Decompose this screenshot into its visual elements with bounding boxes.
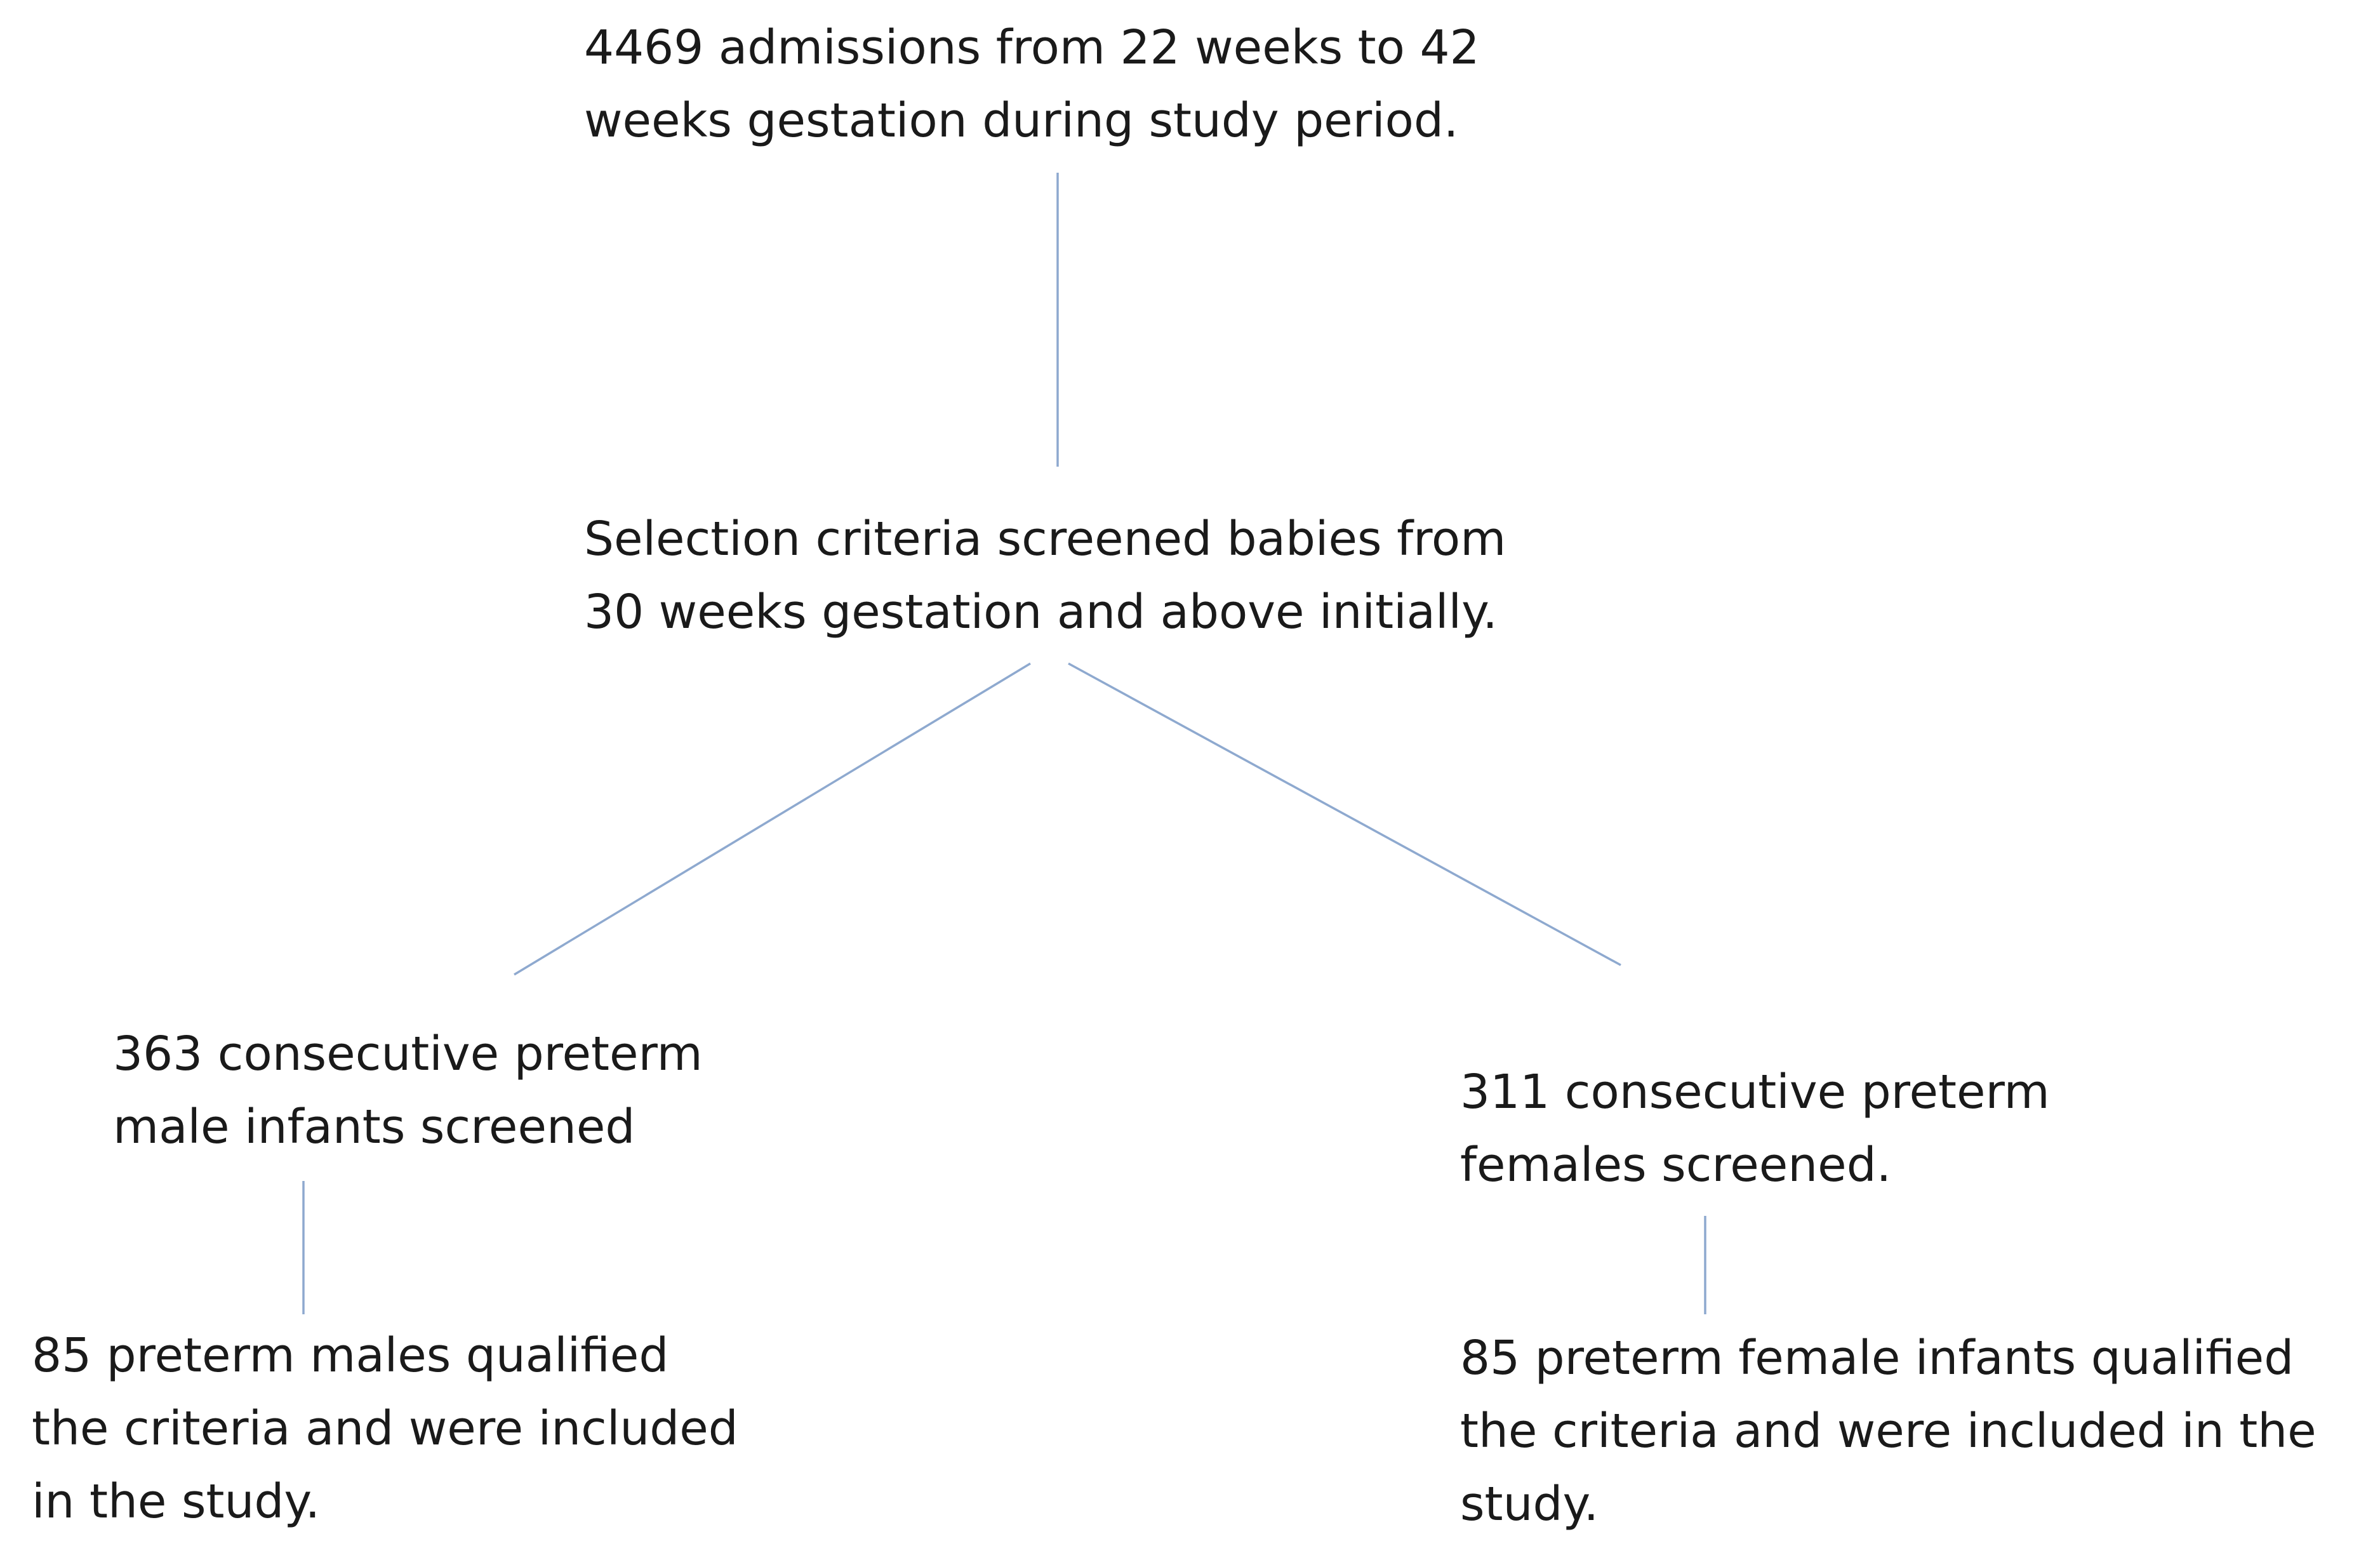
node-selection-criteria: Selection criteria screened babies from … — [584, 503, 1506, 649]
node-male-included-line-3: in the study. — [32, 1474, 321, 1529]
node-admissions-line-1: 4469 admissions from 22 weeks to 42 — [584, 20, 1480, 75]
node-male-screened: 363 consecutive preterm male infants scr… — [113, 1018, 703, 1164]
node-female-included-line-1: 85 preterm female infants qualified — [1460, 1331, 2294, 1385]
node-female-included-line-3: study. — [1460, 1477, 1599, 1531]
node-male-screened-line-2: male infants screened — [113, 1100, 635, 1154]
edge-selection-to-male — [514, 662, 1031, 976]
node-female-screened-line-1: 311 consecutive preterm — [1460, 1065, 2050, 1119]
node-female-screened: 311 consecutive preterm females screened… — [1460, 1056, 2050, 1202]
node-selection-line-1: Selection criteria screened babies from — [584, 512, 1506, 566]
node-male-included-line-2: the criteria and were included — [32, 1401, 738, 1456]
node-admissions-line-2: weeks gestation during study period. — [584, 93, 1459, 148]
node-selection-line-2: 30 weeks gestation and above initially. — [584, 585, 1498, 639]
node-male-included-line-1: 85 preterm males qualified — [32, 1328, 669, 1383]
node-admissions: 4469 admissions from 22 weeks to 42 week… — [584, 11, 1480, 157]
node-female-included: 85 preterm female infants qualified the … — [1460, 1322, 2317, 1541]
node-male-included: 85 preterm males qualified the criteria … — [32, 1319, 738, 1538]
node-female-included-line-2: the criteria and were included in the — [1460, 1404, 2317, 1458]
node-female-screened-line-2: females screened. — [1460, 1138, 1892, 1192]
node-male-screened-line-1: 363 consecutive preterm — [113, 1027, 703, 1081]
edge-selection-to-female — [1068, 662, 1621, 966]
